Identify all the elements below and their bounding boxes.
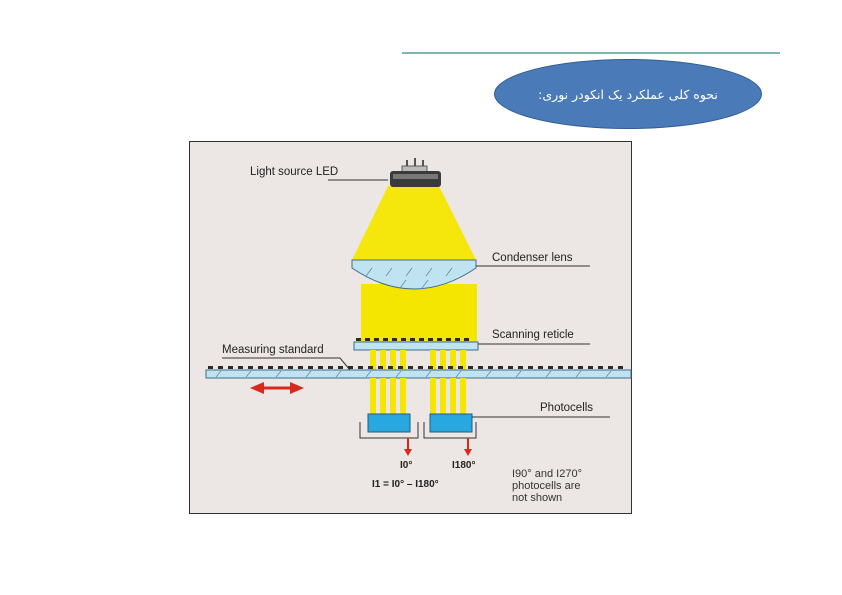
measuring-standard (205, 369, 632, 379)
beam-strips-upper (370, 350, 466, 370)
light-beam-cone (352, 186, 476, 260)
photocell-180 (423, 413, 477, 456)
label-condenser-lens: Condenser lens (492, 252, 573, 264)
light-beam-collimated (361, 284, 477, 342)
diagram-canvas (205, 158, 632, 456)
lens-hatching (365, 267, 453, 289)
label-scanning-reticle: Scanning reticle (492, 329, 574, 341)
title-bubble: نحوه کلی عملکرد یک انکودر نوری: (494, 59, 762, 129)
label-i0: I0° (400, 460, 413, 471)
condenser-lens (351, 259, 477, 290)
label-i180: I180° (452, 460, 476, 471)
photocell-0 (359, 413, 419, 456)
top-divider (402, 52, 780, 54)
label-note: I90° and I270° photocells are not shown (512, 468, 582, 504)
label-measuring-standard: Measuring standard (222, 344, 324, 356)
label-light-source: Light source LED (250, 166, 339, 178)
scanning-reticle (353, 341, 479, 351)
scale-hatching (215, 370, 612, 378)
label-formula: I1 = I0° – I180° (372, 479, 439, 490)
beam-strips-lower (370, 378, 466, 414)
measuring-leader (222, 357, 351, 371)
led-lamp (390, 158, 441, 187)
motion-arrow (250, 382, 304, 394)
encoder-diagram: Light source LED Condenser lens Scanning… (189, 141, 632, 514)
scale-marks (208, 366, 623, 369)
label-photocells: Photocells (540, 402, 594, 414)
reticle-marks (356, 338, 469, 341)
slide-title: نحوه کلی عملکرد یک انکودر نوری: (538, 86, 718, 102)
